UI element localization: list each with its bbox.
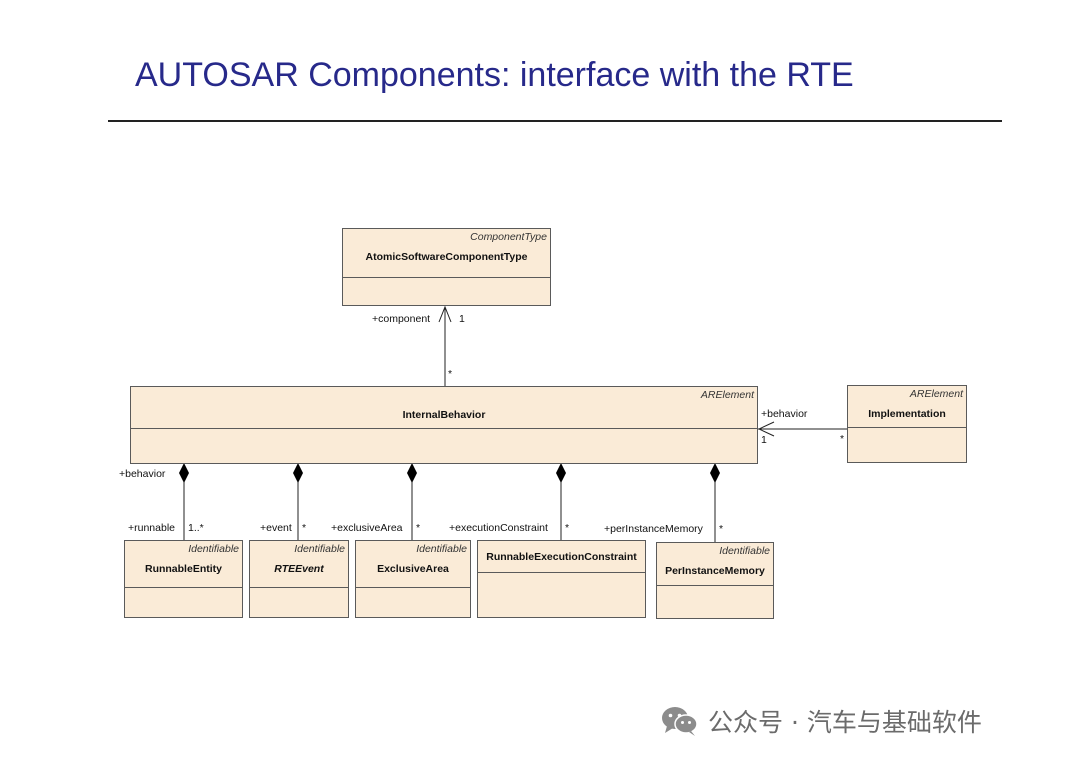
class-name: RunnableExecutionConstraint <box>486 551 637 563</box>
component-role-label: +component <box>372 313 431 325</box>
execution-constraint-composition-diamond <box>556 463 566 483</box>
page-title: AUTOSAR Components: interface with the R… <box>135 56 854 94</box>
class-name: AtomicSoftwareComponentType <box>365 251 528 263</box>
event-multiplicity: * <box>302 522 307 534</box>
class-internal-behavior: ARElement InternalBehavior <box>130 386 758 464</box>
class-runnable-entity: Identifiable RunnableEntity <box>124 540 243 618</box>
class-name: InternalBehavior <box>402 409 486 421</box>
watermark-text: 公众号 · 汽车与基础软件 <box>708 708 982 737</box>
class-name: RunnableEntity <box>144 563 222 575</box>
implementation-behavior-target-multiplicity: 1 <box>761 434 767 446</box>
class-stereotype: Identifiable <box>416 543 467 555</box>
class-name: RTEEvent <box>274 563 324 575</box>
class-exclusive-area: Identifiable ExclusiveArea <box>355 540 471 618</box>
runnable-multiplicity: 1..* <box>188 522 204 534</box>
class-stereotype: Identifiable <box>294 543 345 555</box>
class-implementation: ARElement Implementation <box>847 385 967 463</box>
implementation-behavior-role-label: +behavior <box>761 408 808 420</box>
class-atomic-software-component-type: ComponentType AtomicSoftwareComponentTyp… <box>342 228 551 306</box>
execution-constraint-role-label: +executionConstraint <box>449 522 548 534</box>
class-stereotype: ARElement <box>909 388 963 400</box>
class-stereotype: ARElement <box>700 389 754 401</box>
class-stereotype: ComponentType <box>470 231 547 243</box>
per-instance-memory-multiplicity: * <box>719 523 724 535</box>
event-role-label: +event <box>260 522 292 534</box>
class-name: PerInstanceMemory <box>665 565 765 577</box>
implementation-behavior-source-multiplicity: * <box>840 433 845 445</box>
class-runnable-execution-constraint: RunnableExecutionConstraint <box>477 540 646 618</box>
class-stereotype: Identifiable <box>719 545 770 557</box>
class-per-instance-memory: Identifiable PerInstanceMemory <box>656 542 774 619</box>
exclusive-area-composition-diamond <box>407 463 417 483</box>
exclusive-area-multiplicity: * <box>416 522 421 534</box>
class-stereotype: Identifiable <box>188 543 239 555</box>
execution-constraint-multiplicity: * <box>565 522 570 534</box>
title-divider <box>108 120 1002 122</box>
event-composition-diamond <box>293 463 303 483</box>
implementation-association-arrowhead <box>757 421 775 437</box>
class-name: Implementation <box>868 408 946 420</box>
watermark: 公众号 · 汽车与基础软件 <box>660 703 982 739</box>
component-association-arrowhead <box>438 305 452 323</box>
exclusive-area-role-label: +exclusiveArea <box>331 522 403 534</box>
composition-behavior-role-label: +behavior <box>119 468 166 480</box>
class-name: ExclusiveArea <box>377 563 449 575</box>
runnable-role-label: +runnable <box>128 522 175 534</box>
component-source-multiplicity: * <box>448 368 453 380</box>
wechat-icon <box>662 707 698 736</box>
runnable-composition-diamond <box>179 463 189 483</box>
component-target-multiplicity: 1 <box>459 313 465 325</box>
per-instance-memory-composition-diamond <box>710 463 720 483</box>
class-rte-event: Identifiable RTEEvent <box>249 540 349 618</box>
per-instance-memory-role-label: +perInstanceMemory <box>604 523 703 535</box>
